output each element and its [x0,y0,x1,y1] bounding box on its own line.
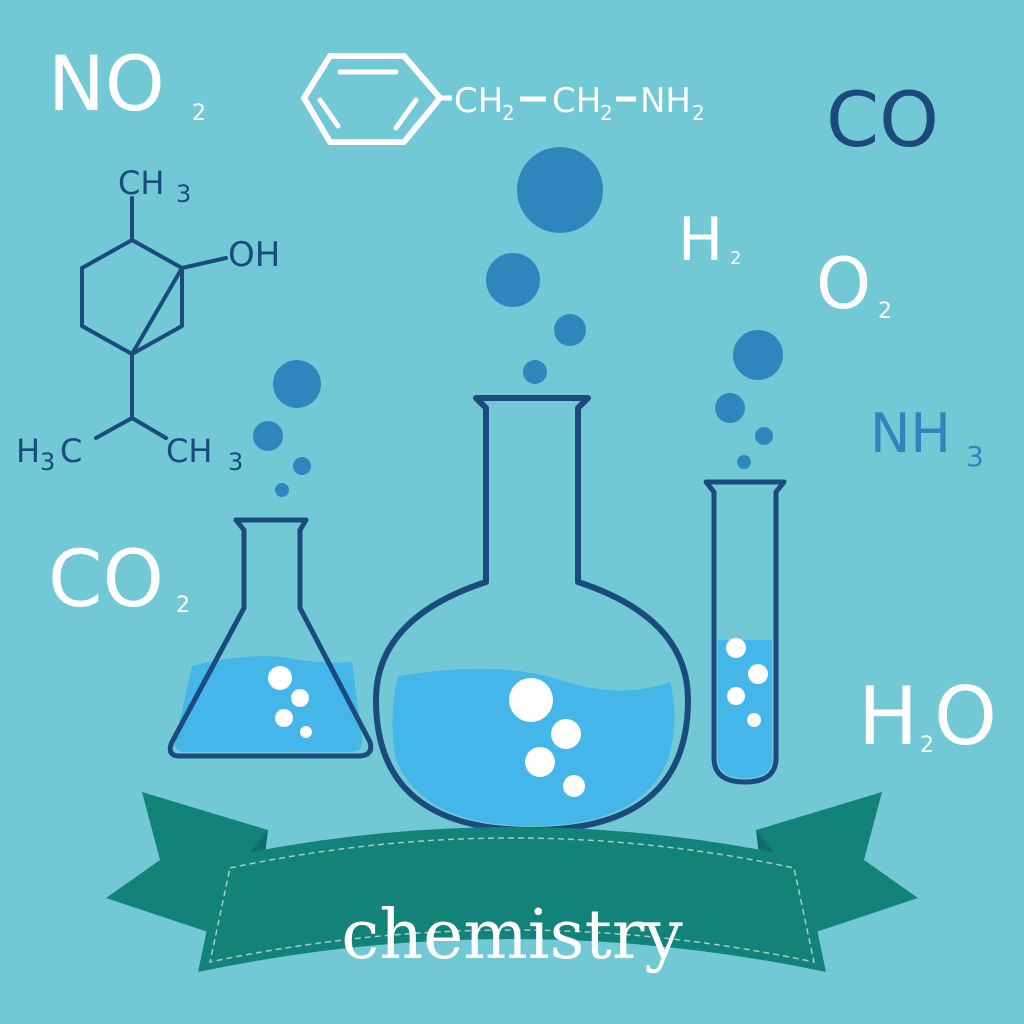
ribbon-stitching [209,837,815,963]
hydroxyl-bond [180,256,228,270]
bubble [737,455,751,469]
bubble [275,709,293,727]
bubble [523,360,547,384]
formula-co: CO [826,75,939,164]
chain-sub-a: 2 [502,101,515,125]
tube-outline [703,479,787,785]
menthol-oh: OH [228,235,280,275]
chain-nh2: NH [640,81,691,121]
formula-co2-main: CO [48,535,164,625]
isopropyl-left-bond [94,416,134,440]
chain-sub-c: 2 [692,101,705,125]
bubble [563,775,585,797]
formula-h2: H 2 [678,205,741,275]
bubble [275,483,289,497]
bubble [748,664,768,684]
formula-co-main: CO [826,75,939,164]
bubble [253,421,283,451]
formula-h2-main: H [678,205,723,275]
menthol-top-sub: 3 [176,180,191,208]
formula-o2: O 2 [816,243,892,325]
bubble [747,713,761,727]
bubble [715,393,745,423]
formula-o2-subscript: 2 [878,299,892,324]
erlenmeyer-flask [167,517,374,759]
bubble [268,666,292,690]
formula-nh3: NH 3 [870,402,984,473]
flask-inner-bubbles [268,666,312,738]
bubble [300,726,312,738]
menthol-left-c: C [60,432,82,470]
ribbon-main [198,827,826,972]
bubble [509,678,553,722]
flask-inner-bubbles [509,678,585,797]
menthol-right-ch: CH [166,432,212,470]
formula-no2: NO 2 [48,39,206,128]
formula-h2o-h: H [858,670,918,763]
menthol-top-ch: CH [118,164,164,202]
benzene-double-bond [317,97,341,129]
menthol-right-sub: 3 [228,448,243,476]
formula-co2: CO 2 [48,535,190,625]
chain-ch2-a: CH [454,81,503,121]
banner-text: chemistry [341,896,683,975]
formula-no2-subscript: 2 [192,101,206,126]
bubble [517,147,603,233]
bubble [726,638,746,658]
menthol-structure: CH 3 OH H 3 C CH 3 [16,164,280,476]
bubble [755,427,773,445]
bubble [551,719,581,749]
bubble [293,457,311,475]
bubble [733,330,783,380]
tube-inner-bubbles [726,638,768,727]
formula-no2-main: NO [48,39,165,128]
ribbon-banner: chemistry [106,792,918,975]
flask-liquid [175,656,363,752]
formula-nh3-main: NH [870,402,951,465]
bubble [291,689,309,707]
formula-nh3-subscript: 3 [966,440,984,473]
flask-outline [167,517,374,759]
isopropyl-right-bond [130,416,168,440]
benzene-double-bond [393,97,419,131]
formula-co2-subscript: 2 [176,593,190,618]
formula-h2o: H 2 O [858,670,997,763]
bubble [525,747,555,777]
bubble [554,314,586,346]
formula-h2o-subscript: 2 [920,733,934,758]
bridge-bond [130,266,184,356]
rising-bubbles [253,147,783,497]
formula-h2o-o: O [934,670,997,763]
menthol-left-sub: 3 [40,448,55,476]
flask-liquid [392,668,675,826]
menthol-left-h: H [16,432,40,470]
benzene-ring [301,53,443,145]
chain-ch2-b: CH [552,81,601,121]
phenethylamine-structure: CH 2 CH 2 NH 2 [301,53,705,145]
test-tube [703,479,787,785]
bubble [273,360,321,408]
chain-sub-b: 2 [600,101,613,125]
tube-liquid [718,640,772,778]
formula-h2-subscript: 2 [730,248,741,269]
bubble [727,687,745,705]
formula-o2-main: O [816,243,871,325]
bubble [486,253,540,307]
